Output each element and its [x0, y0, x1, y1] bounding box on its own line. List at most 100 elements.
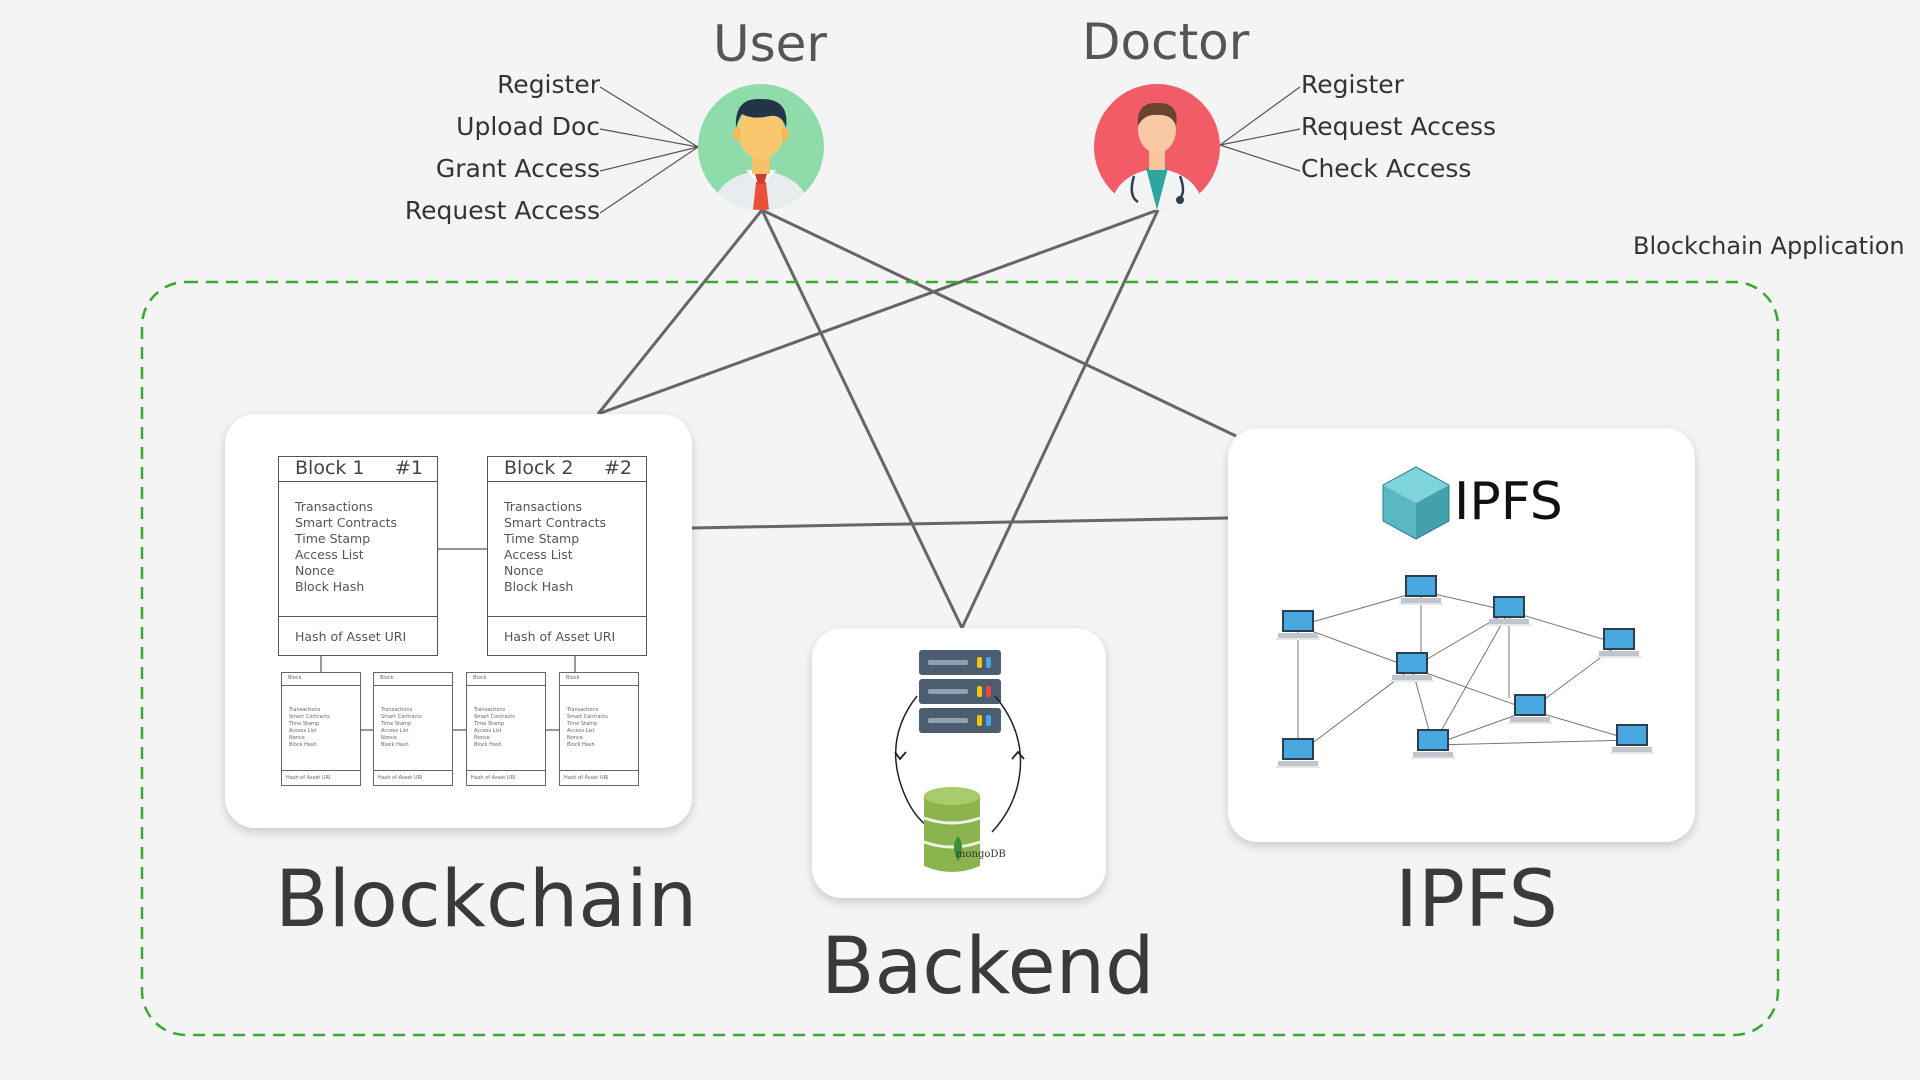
backend-illustration: [894, 650, 1025, 872]
block-2-number: #2: [603, 457, 632, 479]
block-field: Nonce: [295, 563, 335, 578]
block-2: Block 2 #2 Transactions Smart Contracts …: [487, 456, 647, 656]
mini-block-2: Block Transactions Smart Contracts Time …: [373, 672, 453, 786]
block-1-header: Block 1 #1: [279, 457, 437, 482]
doctor-action-request-access: Request Access: [1301, 112, 1497, 141]
block-1-name: Block 1: [295, 457, 365, 479]
mini-field: Smart Contracts: [474, 714, 515, 720]
mini-field: Access List: [474, 728, 502, 734]
laptop-node-icon: [1411, 729, 1455, 759]
block-field: Smart Contracts: [504, 515, 607, 530]
laptop-node-icon: [1508, 694, 1552, 724]
mini-block-head: Block: [282, 673, 360, 686]
blockchain-card: Block 1 #1 Transactions Smart Contracts …: [225, 414, 692, 828]
mini-field: Access List: [289, 728, 317, 734]
block-2-fields: Transactions Smart Contracts Time Stamp …: [504, 499, 606, 595]
block-1-footer: Hash of Asset URI: [279, 616, 437, 655]
user-action-register: Register: [497, 70, 600, 99]
doctor-avatar-icon: [1094, 84, 1220, 210]
block-field: Time Stamp: [295, 531, 371, 546]
laptop-node-icon: [1597, 628, 1641, 658]
block-field: Block Hash: [504, 579, 574, 594]
block-footer-text: Hash of Asset URI: [295, 629, 407, 644]
mini-block-head-text: Block: [566, 675, 580, 681]
mini-block-head-text: Block: [380, 675, 394, 681]
user-action-upload-doc: Upload Doc: [456, 112, 600, 141]
mini-field: Nonce: [567, 735, 583, 741]
mini-field: Smart Contracts: [567, 714, 608, 720]
mini-field: Nonce: [381, 735, 397, 741]
mongodb-label: mongoDB: [956, 849, 1006, 860]
block-2-header: Block 2 #2: [488, 457, 646, 482]
block-field: Access List: [295, 547, 364, 562]
mini-field: Block Hash: [381, 742, 409, 748]
mini-field: Transactions: [567, 707, 599, 713]
mini-field: Block Hash: [567, 742, 595, 748]
mini-field: Time Stamp: [289, 721, 320, 727]
mini-field: Transactions: [289, 707, 321, 713]
mini-field: Smart Contracts: [289, 714, 330, 720]
laptop-node-icon: [1399, 575, 1443, 605]
mini-field: Time Stamp: [567, 721, 598, 727]
mini-field: Transactions: [381, 707, 413, 713]
mini-block-foot: Hash of Asset URI: [467, 770, 545, 785]
doctor-title: Doctor: [1082, 13, 1250, 71]
mini-block-head: Block: [374, 673, 452, 686]
ipfs-logo-text: IPFS: [1454, 472, 1563, 532]
mini-block-3: Block Transactions Smart Contracts Time …: [466, 672, 546, 786]
server-icon: [919, 650, 1001, 733]
mini-block-fields: Transactions Smart Contracts Time Stamp …: [289, 707, 330, 749]
ipfs-card: IPFS: [1228, 428, 1695, 842]
mini-foot-text: Hash of Asset URI: [564, 775, 609, 781]
laptop-node-icon: [1276, 610, 1320, 640]
block-field: Access List: [504, 547, 573, 562]
mini-block-head: Block: [560, 673, 638, 686]
user-action-request-access: Request Access: [404, 196, 600, 225]
ipfs-cube-icon: [1382, 466, 1450, 540]
mini-block-head-text: Block: [473, 675, 487, 681]
block-field: Nonce: [504, 563, 544, 578]
block-links: [320, 548, 576, 731]
block-1: Block 1 #1 Transactions Smart Contracts …: [278, 456, 438, 656]
block-2-footer: Hash of Asset URI: [488, 616, 646, 655]
mini-block-foot: Hash of Asset URI: [282, 770, 360, 785]
mini-block-1: Block Transactions Smart Contracts Time …: [281, 672, 361, 786]
block-2-name: Block 2: [504, 457, 574, 479]
doctor-action-register: Register: [1301, 70, 1404, 99]
blockchain-label: Blockchain: [275, 855, 698, 945]
mini-field: Nonce: [474, 735, 490, 741]
mini-field: Block Hash: [474, 742, 502, 748]
block-field: Smart Contracts: [295, 515, 398, 530]
blockchain-application-boundary: [140, 280, 1780, 1037]
block-1-number: #1: [394, 457, 423, 479]
mini-field: Block Hash: [289, 742, 317, 748]
backend-card: mongoDB: [812, 628, 1106, 898]
block-field: Time Stamp: [504, 531, 580, 546]
mini-block-fields: Transactions Smart Contracts Time Stamp …: [381, 707, 422, 749]
mongodb-icon: [923, 787, 981, 872]
mini-block-fields: Transactions Smart Contracts Time Stamp …: [474, 707, 515, 749]
user-title: User: [713, 15, 827, 73]
user-avatar-icon: [698, 84, 824, 210]
mini-field: Transactions: [474, 707, 506, 713]
block-footer-text: Hash of Asset URI: [504, 629, 616, 644]
laptop-node-icon: [1487, 596, 1531, 626]
block-field: Transactions: [504, 499, 583, 514]
mini-foot-text: Hash of Asset URI: [286, 775, 331, 781]
mini-foot-text: Hash of Asset URI: [378, 775, 423, 781]
blockchain-application-label: Blockchain Application: [1633, 232, 1905, 260]
mini-field: Access List: [381, 728, 409, 734]
mini-foot-text: Hash of Asset URI: [471, 775, 516, 781]
user-action-grant-access: Grant Access: [435, 154, 600, 183]
block-field: Block Hash: [295, 579, 365, 594]
laptop-node-icon: [1390, 652, 1434, 682]
mini-field: Nonce: [289, 735, 305, 741]
backend-label: Backend: [821, 922, 1155, 1012]
block-1-fields: Transactions Smart Contracts Time Stamp …: [295, 499, 397, 595]
mini-block-head-text: Block: [288, 675, 302, 681]
mini-block-foot: Hash of Asset URI: [560, 770, 638, 785]
mini-field: Time Stamp: [381, 721, 412, 727]
mini-block-4: Block Transactions Smart Contracts Time …: [559, 672, 639, 786]
